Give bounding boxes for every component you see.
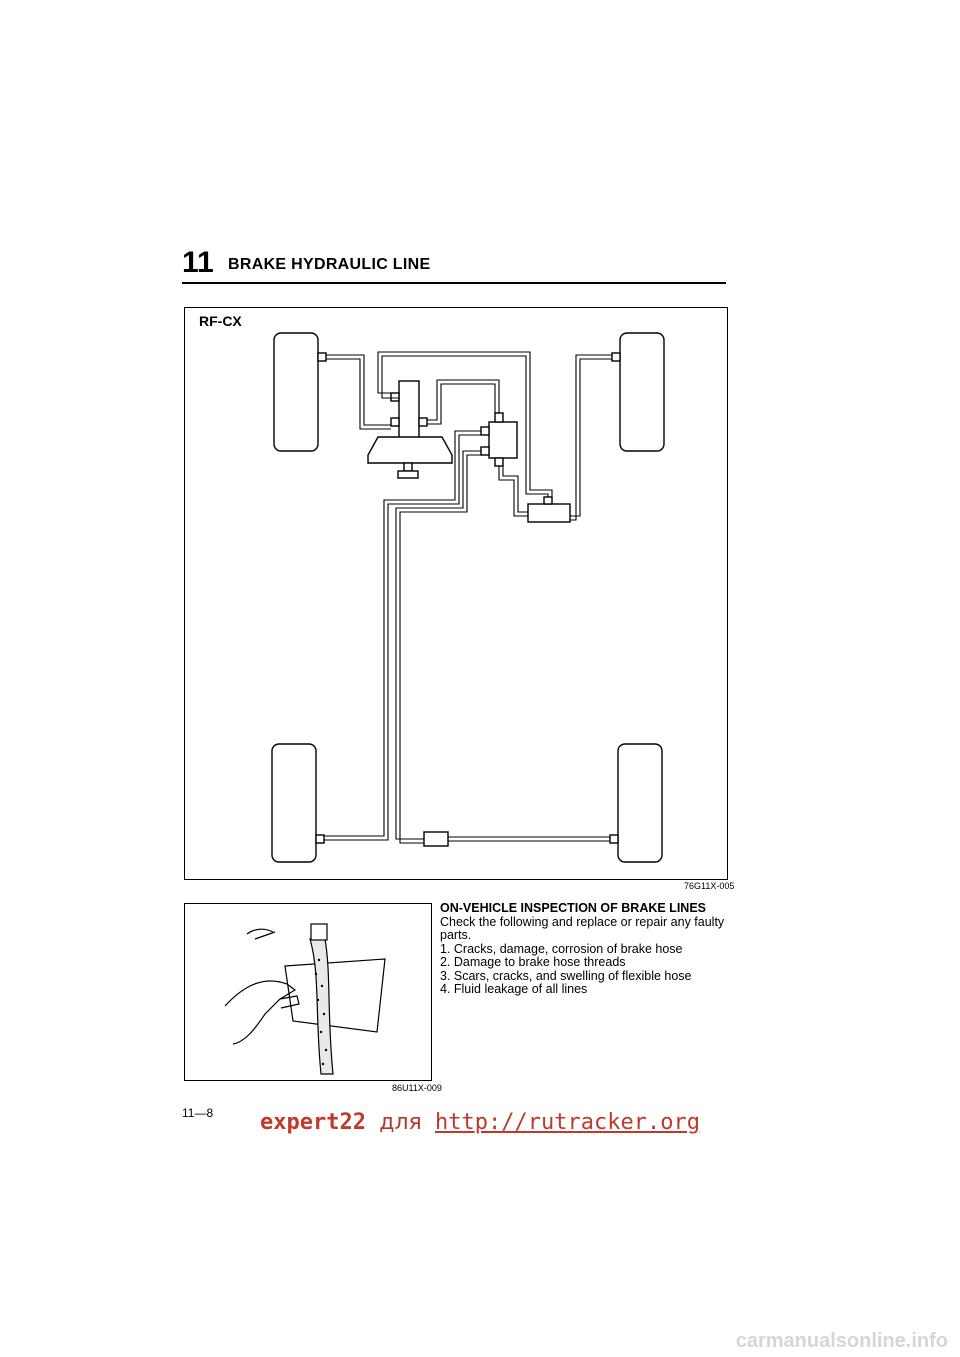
hand bbox=[224, 980, 297, 1045]
brake-line-diagram-frame bbox=[184, 307, 728, 880]
flexible-hose bbox=[309, 938, 334, 1075]
hose-fitting bbox=[310, 923, 328, 941]
list-item: 4. Fluid leakage of all lines bbox=[440, 982, 588, 996]
list-item: 3. Scars, cracks, and swelling of flexib… bbox=[440, 968, 692, 983]
page-number: 11—8 bbox=[182, 1106, 214, 1120]
section-title: BRAKE HYDRAULIC LINE bbox=[228, 256, 431, 273]
list-item: 1. Cracks, damage, corrosion of brake ho… bbox=[440, 941, 683, 956]
inspection-section: ON-VEHICLE INSPECTION OF BRAKE LINES Che… bbox=[440, 901, 730, 997]
section-intro: Check the following and replace or repai… bbox=[440, 914, 725, 942]
watermark-middle: для bbox=[379, 1110, 422, 1135]
arrow bbox=[246, 928, 274, 935]
header-rule bbox=[182, 282, 726, 284]
figure-code-2: 86U11X-009 bbox=[392, 1083, 442, 1093]
card bbox=[284, 958, 386, 1033]
figure-code: 76G11X-005 bbox=[684, 881, 735, 891]
rear-left-wheel bbox=[271, 743, 317, 863]
variant-label: RF-CX bbox=[199, 313, 242, 329]
section-number: 11 bbox=[182, 246, 214, 279]
master-cylinder bbox=[398, 380, 420, 442]
proportioning-valve bbox=[488, 421, 518, 459]
footer-site: carmanualsonline.info bbox=[735, 1330, 948, 1352]
watermark: expert22 для http://rutracker.org bbox=[0, 1110, 960, 1135]
front-left-wheel bbox=[273, 332, 319, 452]
rear-right-wheel bbox=[617, 743, 663, 863]
watermark-user: expert22 bbox=[260, 1110, 367, 1135]
front-right-wheel bbox=[619, 332, 665, 452]
rear-junction bbox=[527, 503, 571, 523]
section-heading: ON-VEHICLE INSPECTION OF BRAKE LINES bbox=[440, 901, 706, 915]
rear-three-way-union bbox=[423, 831, 449, 847]
watermark-link[interactable]: http://rutracker.org bbox=[435, 1110, 700, 1135]
list-item: 2. Damage to brake hose threads bbox=[440, 955, 626, 969]
hose-illustration bbox=[224, 923, 386, 1075]
brake-booster bbox=[367, 436, 453, 464]
brake-hose-inspection-illustration bbox=[184, 903, 432, 1081]
